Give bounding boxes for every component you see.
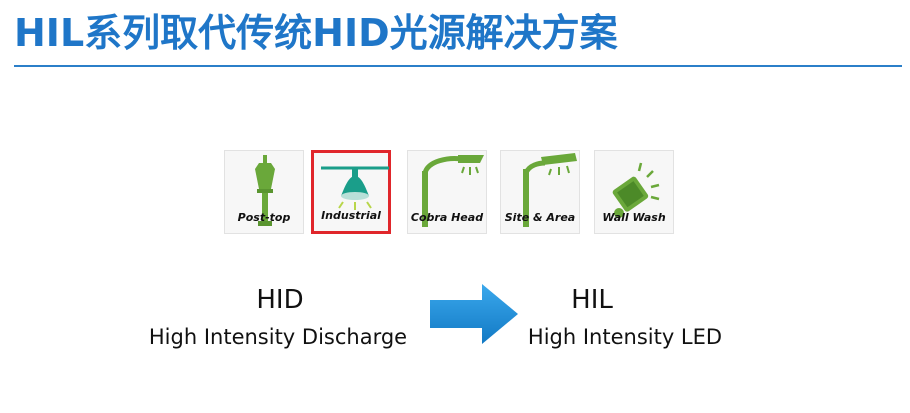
tile-label: Site & Area [504,211,576,224]
tile-post-top[interactable]: Post-top [224,150,304,234]
hid-subtitle: High Intensity Discharge [148,325,408,349]
post-top-lamp-icon [255,155,275,226]
tile-industrial[interactable]: Industrial [311,150,391,234]
lamp-type-tiles: Post-top Industrial Cobra Head [224,150,684,240]
tile-site-area[interactable]: Site & Area [500,150,580,234]
tile-wall-wash[interactable]: Wall Wash [594,150,674,234]
hil-subtitle: High Intensity LED [527,325,723,349]
tile-label: Post-top [237,211,291,224]
tile-label: Wall Wash [602,211,666,224]
right-arrow-icon [430,284,518,344]
hil-heading: HIL [571,285,613,315]
cobra-head-lamp-icon [422,155,484,227]
site-area-lamp-icon [523,153,577,227]
industrial-lamp-icon [321,166,389,210]
hid-heading: HID [256,285,304,315]
page-title: HIL系列取代传统HID光源解决方案 [14,11,618,55]
tile-label: Industrial [321,209,381,222]
wall-wash-lamp-icon [612,162,660,218]
title-underline [14,65,902,67]
tile-cobra-head[interactable]: Cobra Head [407,150,487,234]
tile-label: Cobra Head [410,211,484,224]
